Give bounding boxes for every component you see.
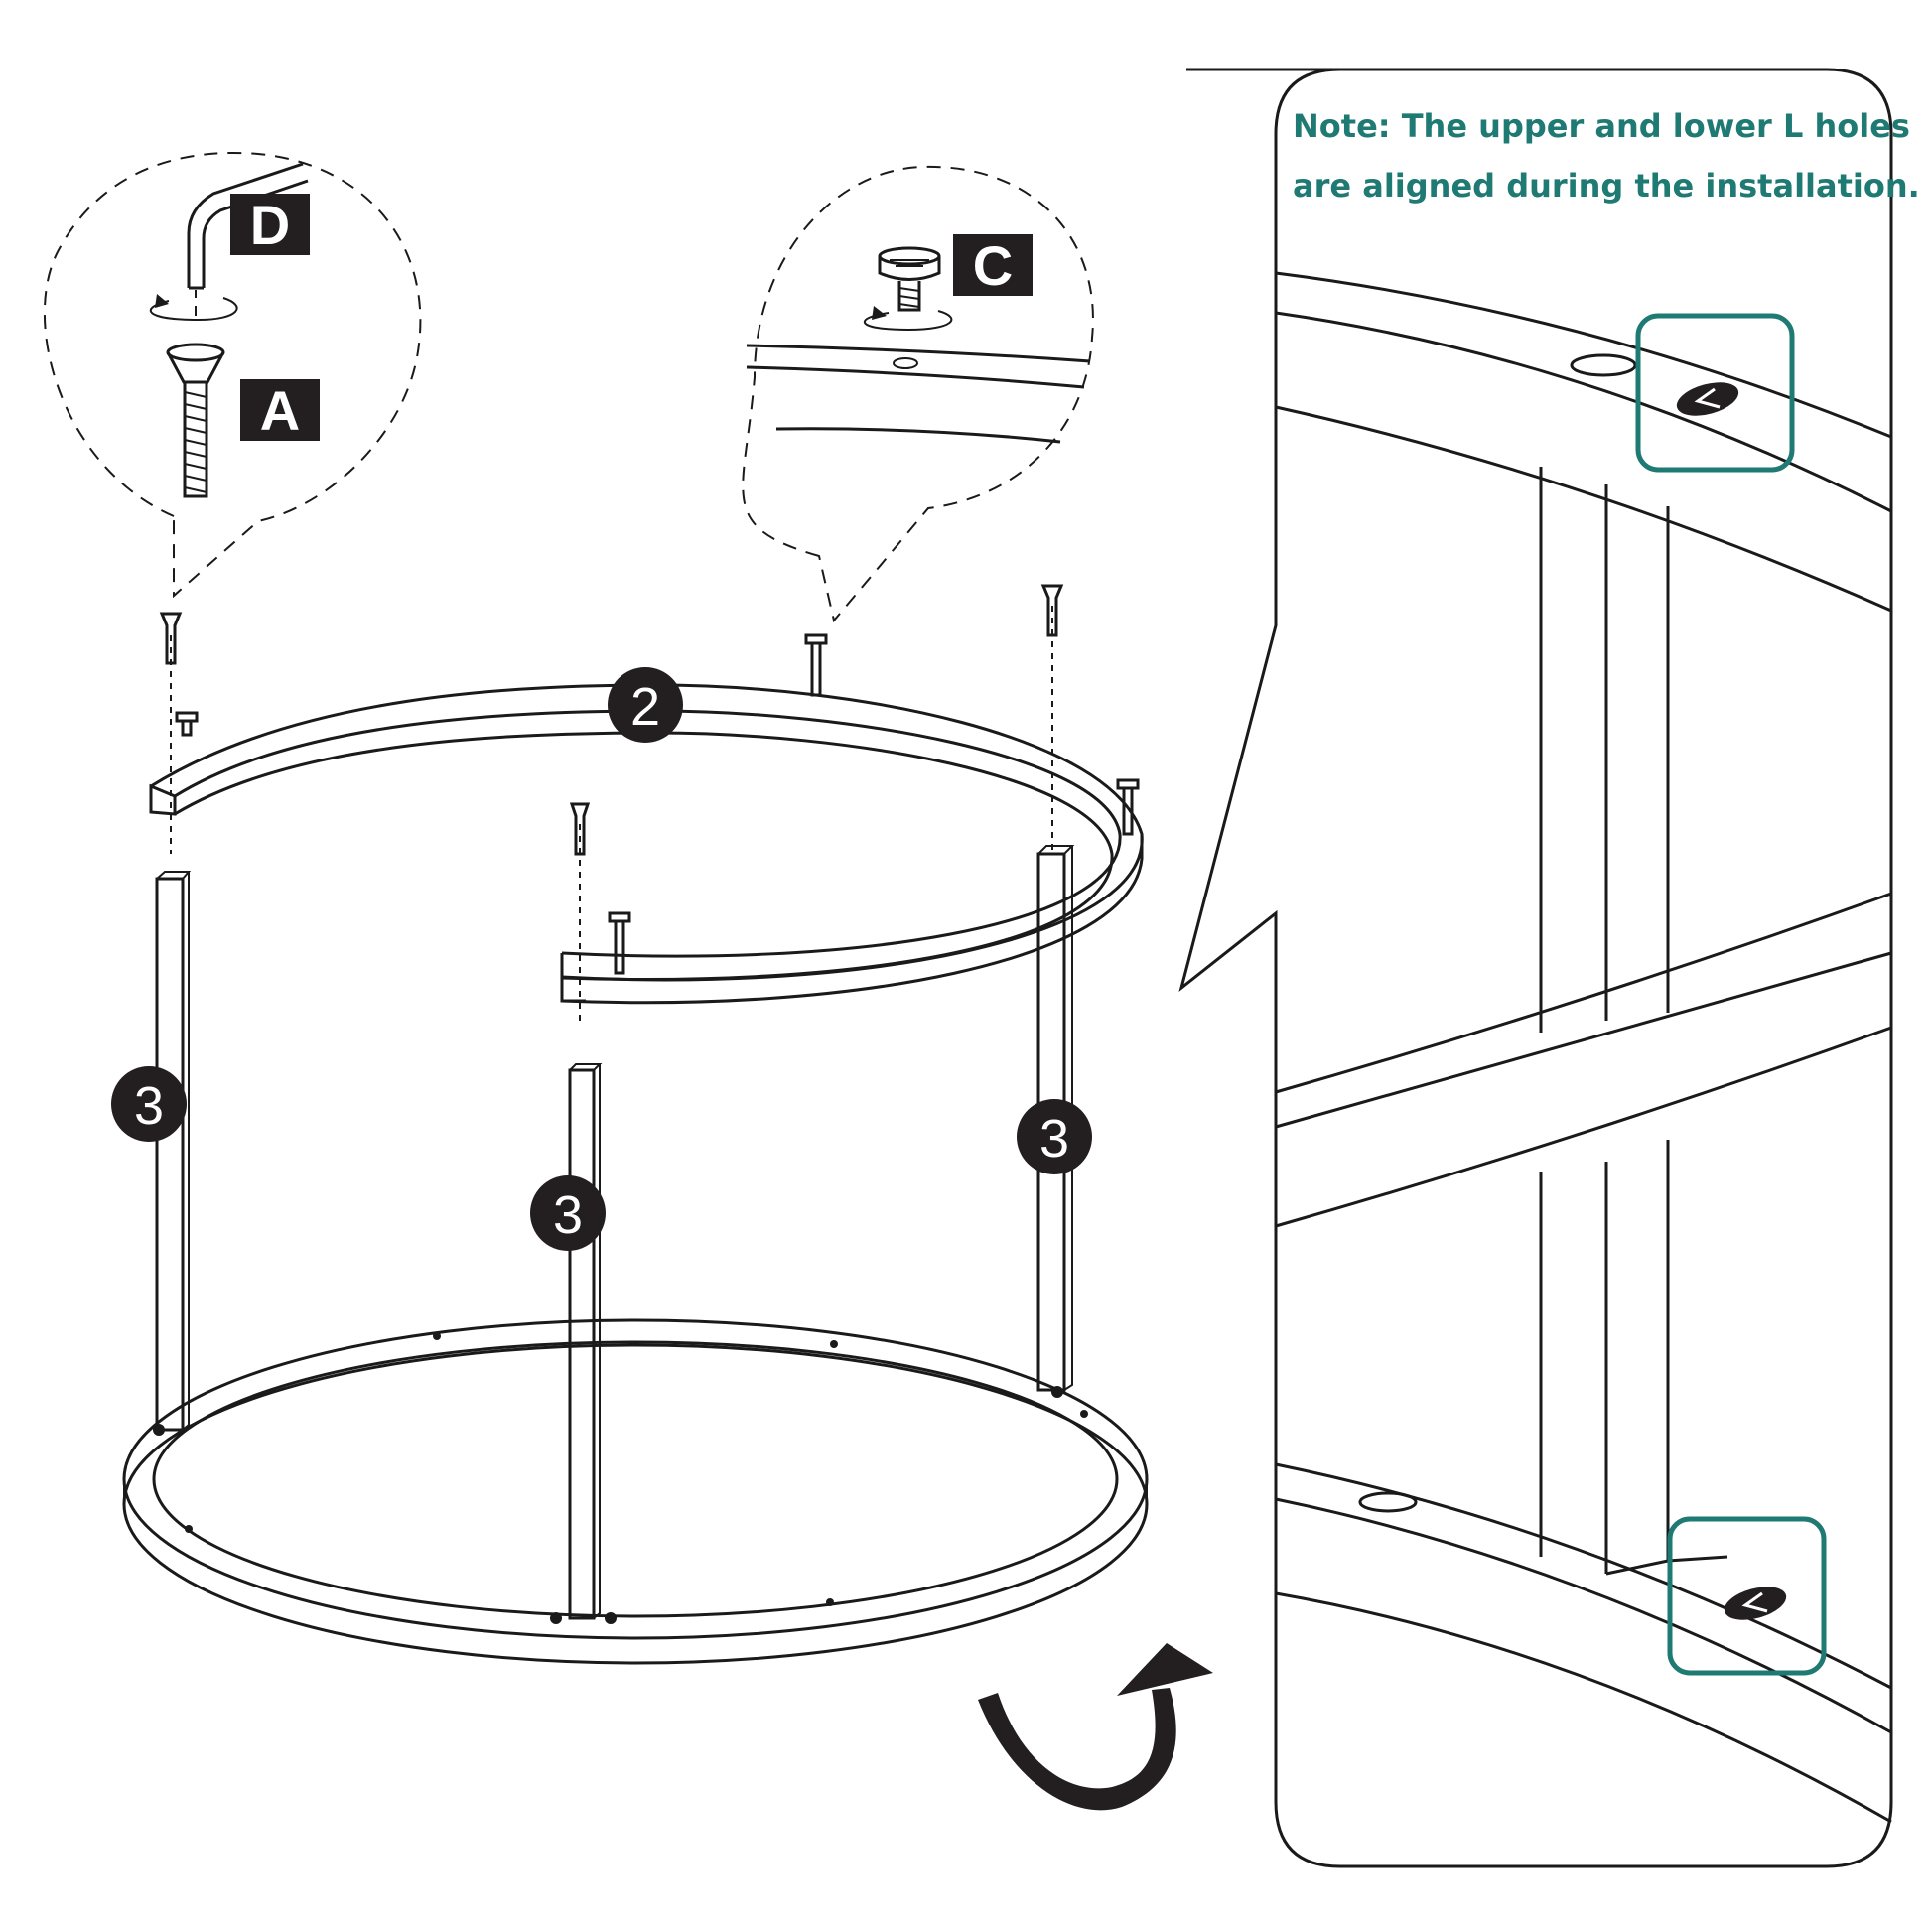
- highlight-box-upper: [1635, 313, 1795, 473]
- callout-badge-3-center: 3: [530, 1175, 606, 1251]
- detail-bubble-foot: C: [742, 165, 1094, 623]
- rotate-arrow-icon: [149, 294, 238, 322]
- note-line-1: Note: The upper and lower L holes: [1293, 107, 1910, 145]
- hex-key-icon: [187, 162, 309, 316]
- callout-badge-3-left-label: 3: [134, 1076, 164, 1136]
- lower-ring: [122, 1318, 1149, 1665]
- callout-badge-3-center-label: 3: [553, 1185, 583, 1245]
- callout-badge-2: 2: [608, 667, 683, 743]
- highlight-box-lower: [1667, 1516, 1827, 1676]
- part-tag-c-label: C: [973, 234, 1013, 297]
- callout-badge-3-right-label: 3: [1039, 1109, 1069, 1169]
- callout-badge-3-right: 3: [1017, 1099, 1092, 1174]
- leg-right: 3: [1017, 845, 1092, 1392]
- flip-arrow-icon: [978, 1643, 1213, 1811]
- callout-badge-2-label: 2: [630, 677, 660, 737]
- rotate-arrow-icon: [863, 306, 953, 332]
- part-tag-d: D: [230, 194, 310, 256]
- zoom-detail-panel: Note: The upper and lower L holes are al…: [1178, 68, 1920, 1868]
- bolt-icon: [166, 343, 225, 498]
- l-hole-lower: [1724, 1587, 1787, 1620]
- note-line-2: are aligned during the installation.: [1293, 167, 1920, 205]
- callout-badge-3-left: 3: [111, 1066, 187, 1142]
- part-tag-a-label: A: [260, 379, 300, 442]
- detail-bubble-screw-hexkey: D A: [43, 151, 422, 599]
- leg-center: 3: [530, 1063, 606, 1620]
- part-tag-c: C: [953, 234, 1033, 297]
- part-tag-d-label: D: [250, 194, 290, 256]
- l-hole-upper: [1676, 382, 1739, 416]
- leg-left: 3: [111, 871, 192, 1432]
- part-tag-a: A: [240, 379, 320, 442]
- upper-ring: 2: [149, 584, 1144, 1023]
- leveling-foot-icon: [878, 246, 941, 312]
